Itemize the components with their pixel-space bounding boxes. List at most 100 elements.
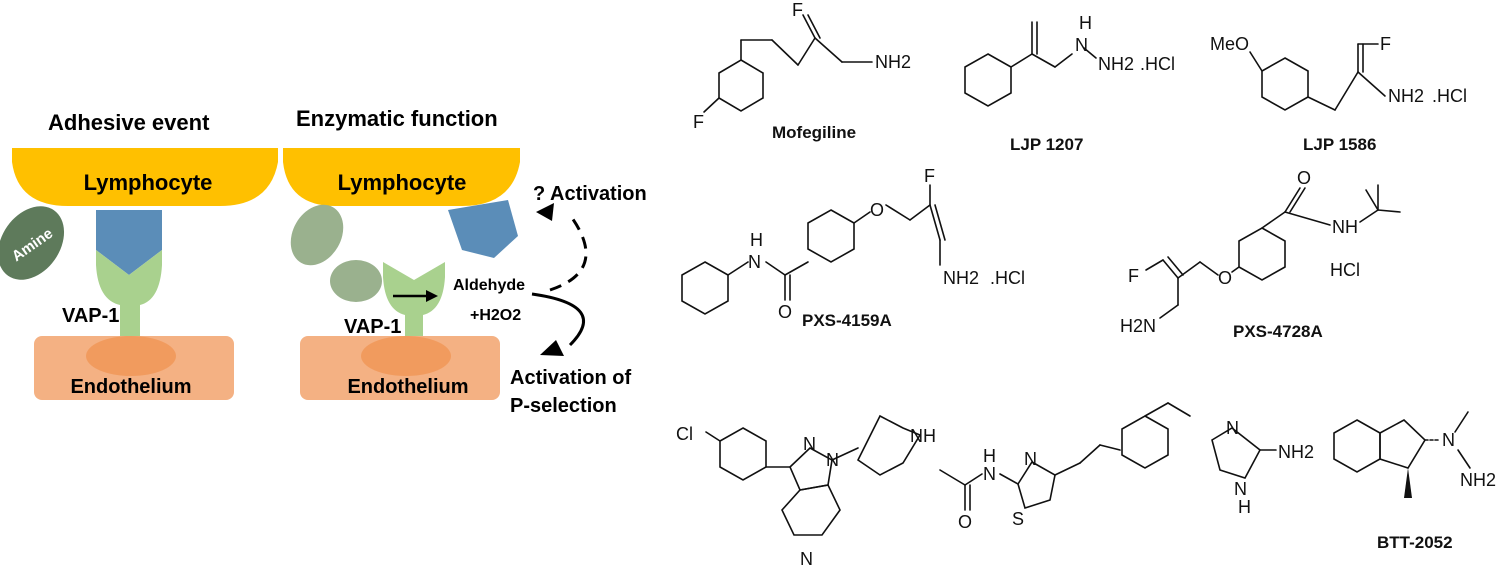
ljp1207-hcl: .HCl bbox=[1140, 54, 1175, 74]
pxs4159a-f: F bbox=[924, 166, 935, 186]
pyrazolo-n1: N bbox=[803, 434, 816, 454]
activation-of-label: Activation of bbox=[510, 367, 631, 389]
pyrazolo-n2: N bbox=[826, 450, 839, 470]
ljp1207-h: H bbox=[1079, 13, 1092, 33]
pyrazolo-pyridine-n: N bbox=[800, 549, 813, 569]
btt2052-nh2: NH2 bbox=[1460, 470, 1496, 490]
ljp1207-nh2: NH2 bbox=[1098, 54, 1134, 74]
pxs4728a-hcl: HCl bbox=[1330, 260, 1360, 280]
pyrazole-ring bbox=[789, 447, 833, 491]
ljp1207-ring bbox=[964, 53, 1012, 107]
receptor-right bbox=[448, 200, 518, 258]
ljp1586-hcl: .HCl bbox=[1432, 86, 1467, 106]
imidazole-ring bbox=[1211, 427, 1262, 479]
ljp1207-n: N bbox=[1075, 35, 1088, 55]
pyrazolo-cl: Cl bbox=[676, 424, 693, 444]
ljp1586-meo: MeO bbox=[1210, 34, 1249, 54]
imidazole-nh-h: H bbox=[1238, 497, 1251, 517]
lymphocyte-left-label: Lymphocyte bbox=[84, 170, 213, 195]
pxs4159a-nh2: NH2 bbox=[943, 268, 979, 288]
ljp1586-f: F bbox=[1380, 34, 1391, 54]
nucleus-left bbox=[86, 336, 176, 376]
mofegiline-structure: F NH2 F Mofegiline bbox=[693, 0, 911, 142]
chlorophenyl-ring bbox=[719, 427, 767, 481]
activation-arrowhead bbox=[540, 340, 564, 356]
lymphocyte-right bbox=[283, 148, 520, 206]
ljp1207-structure: H N NH2 .HCl LJP 1207 bbox=[964, 13, 1175, 154]
pxs4728a-h2n: H2N bbox=[1120, 316, 1156, 336]
pyrazolopyridine-structure: Cl N N NH N bbox=[676, 414, 936, 569]
piperidine-ring bbox=[856, 414, 922, 476]
pxs4159a-n: N bbox=[748, 252, 761, 272]
p-selection-label: P-selection bbox=[510, 395, 617, 417]
endothelium-right-label: Endothelium bbox=[347, 376, 468, 398]
indane-five-ring bbox=[1379, 419, 1427, 469]
thiazole-o: O bbox=[958, 512, 972, 532]
pxs4728a-label: PXS-4728A bbox=[1233, 322, 1323, 341]
pxs4728a-o: O bbox=[1218, 268, 1232, 288]
thiazole-s: S bbox=[1012, 509, 1024, 529]
thiazole-ring bbox=[1017, 460, 1056, 510]
activation-query-label: ? Activation bbox=[533, 183, 647, 205]
pxs4728a-f: F bbox=[1128, 266, 1139, 286]
adhesive-event-panel: Adhesive event Lymphocyte Amine VAP-1 En… bbox=[0, 110, 278, 400]
pyridine-ring bbox=[781, 484, 841, 536]
vap1-left-label: VAP-1 bbox=[62, 305, 119, 327]
ljp1586-structure: MeO F NH2 .HCl LJP 1586 bbox=[1210, 34, 1467, 154]
enzymatic-function-panel: Enzymatic function Lymphocyte VAP-1 Endo… bbox=[283, 106, 647, 417]
pxs4159a-hcl: .HCl bbox=[990, 268, 1025, 288]
imidazole-n: N bbox=[1226, 418, 1239, 438]
aldehyde-label: Aldehyde bbox=[453, 277, 525, 294]
pxs4159a-h: H bbox=[750, 230, 763, 250]
receptor-left bbox=[96, 210, 162, 275]
thiazole-h: H bbox=[983, 446, 996, 466]
pxs4159a-o: O bbox=[778, 302, 792, 322]
endothelium-left-label: Endothelium bbox=[70, 376, 191, 398]
conversion-arrowhead bbox=[426, 290, 438, 302]
btt2052-n: N bbox=[1442, 430, 1455, 450]
pxs4728a-structure: F O H2N O NH HCl PXS-4728A bbox=[1120, 168, 1401, 341]
thiazole-n: N bbox=[1024, 449, 1037, 469]
indane-benzene-ring bbox=[1333, 419, 1381, 473]
mofegiline-label: Mofegiline bbox=[772, 123, 856, 142]
pxs4159a-ether-o: O bbox=[870, 200, 884, 220]
btt2052-wedge bbox=[1404, 468, 1412, 498]
mofegiline-nh2: NH2 bbox=[875, 52, 911, 72]
pxs4159a-ring bbox=[807, 209, 855, 263]
h2o2-label: +H2O2 bbox=[470, 307, 521, 324]
pxs4159a-cyclohexyl bbox=[681, 261, 729, 315]
activation-arrow bbox=[531, 292, 585, 347]
pxs4728a-carbonyl-o: O bbox=[1297, 168, 1311, 188]
lymphocyte-left bbox=[12, 148, 278, 206]
btt2052-label: BTT-2052 bbox=[1377, 533, 1453, 552]
imidazole-nh2: NH2 bbox=[1278, 442, 1314, 462]
ljp1586-ring bbox=[1261, 57, 1309, 111]
thiazole-amide-n: N bbox=[983, 464, 996, 484]
vap1-right bbox=[383, 262, 445, 345]
benzyl-ring bbox=[1121, 415, 1169, 469]
thiazole-structure: H N O N S N NH2 N H bbox=[939, 402, 1314, 532]
ljp1586-label: LJP 1586 bbox=[1303, 135, 1376, 154]
pxs4159a-label: PXS-4159A bbox=[802, 311, 892, 330]
vap1-right-label: VAP-1 bbox=[344, 316, 401, 338]
dashed-arrowhead bbox=[536, 203, 554, 221]
amine-substrate bbox=[330, 260, 382, 302]
mofegiline-ring bbox=[718, 59, 764, 112]
pxs4728a-nh: NH bbox=[1332, 217, 1358, 237]
pyrazolo-nh: NH bbox=[910, 426, 936, 446]
adhesive-event-title: Adhesive event bbox=[48, 110, 210, 135]
nucleus-right bbox=[361, 336, 451, 376]
released-amine-molecule bbox=[290, 204, 344, 266]
pxs4728a-ring bbox=[1238, 227, 1286, 281]
mofegiline-ring-f: F bbox=[693, 112, 704, 132]
pxs4159a-structure: H N O O F NH2 .HCl PXS-4159A bbox=[681, 166, 1025, 330]
ljp1207-label: LJP 1207 bbox=[1010, 135, 1083, 154]
vap1-left bbox=[96, 250, 162, 345]
enzymatic-function-title: Enzymatic function bbox=[296, 106, 498, 131]
dashed-activation-arrow bbox=[549, 214, 588, 292]
imidazole-nh-n: N bbox=[1234, 479, 1247, 499]
lymphocyte-right-label: Lymphocyte bbox=[338, 170, 467, 195]
mofegiline-f: F bbox=[792, 0, 803, 20]
btt2052-structure: N NH2 BTT-2052 bbox=[1333, 411, 1496, 552]
